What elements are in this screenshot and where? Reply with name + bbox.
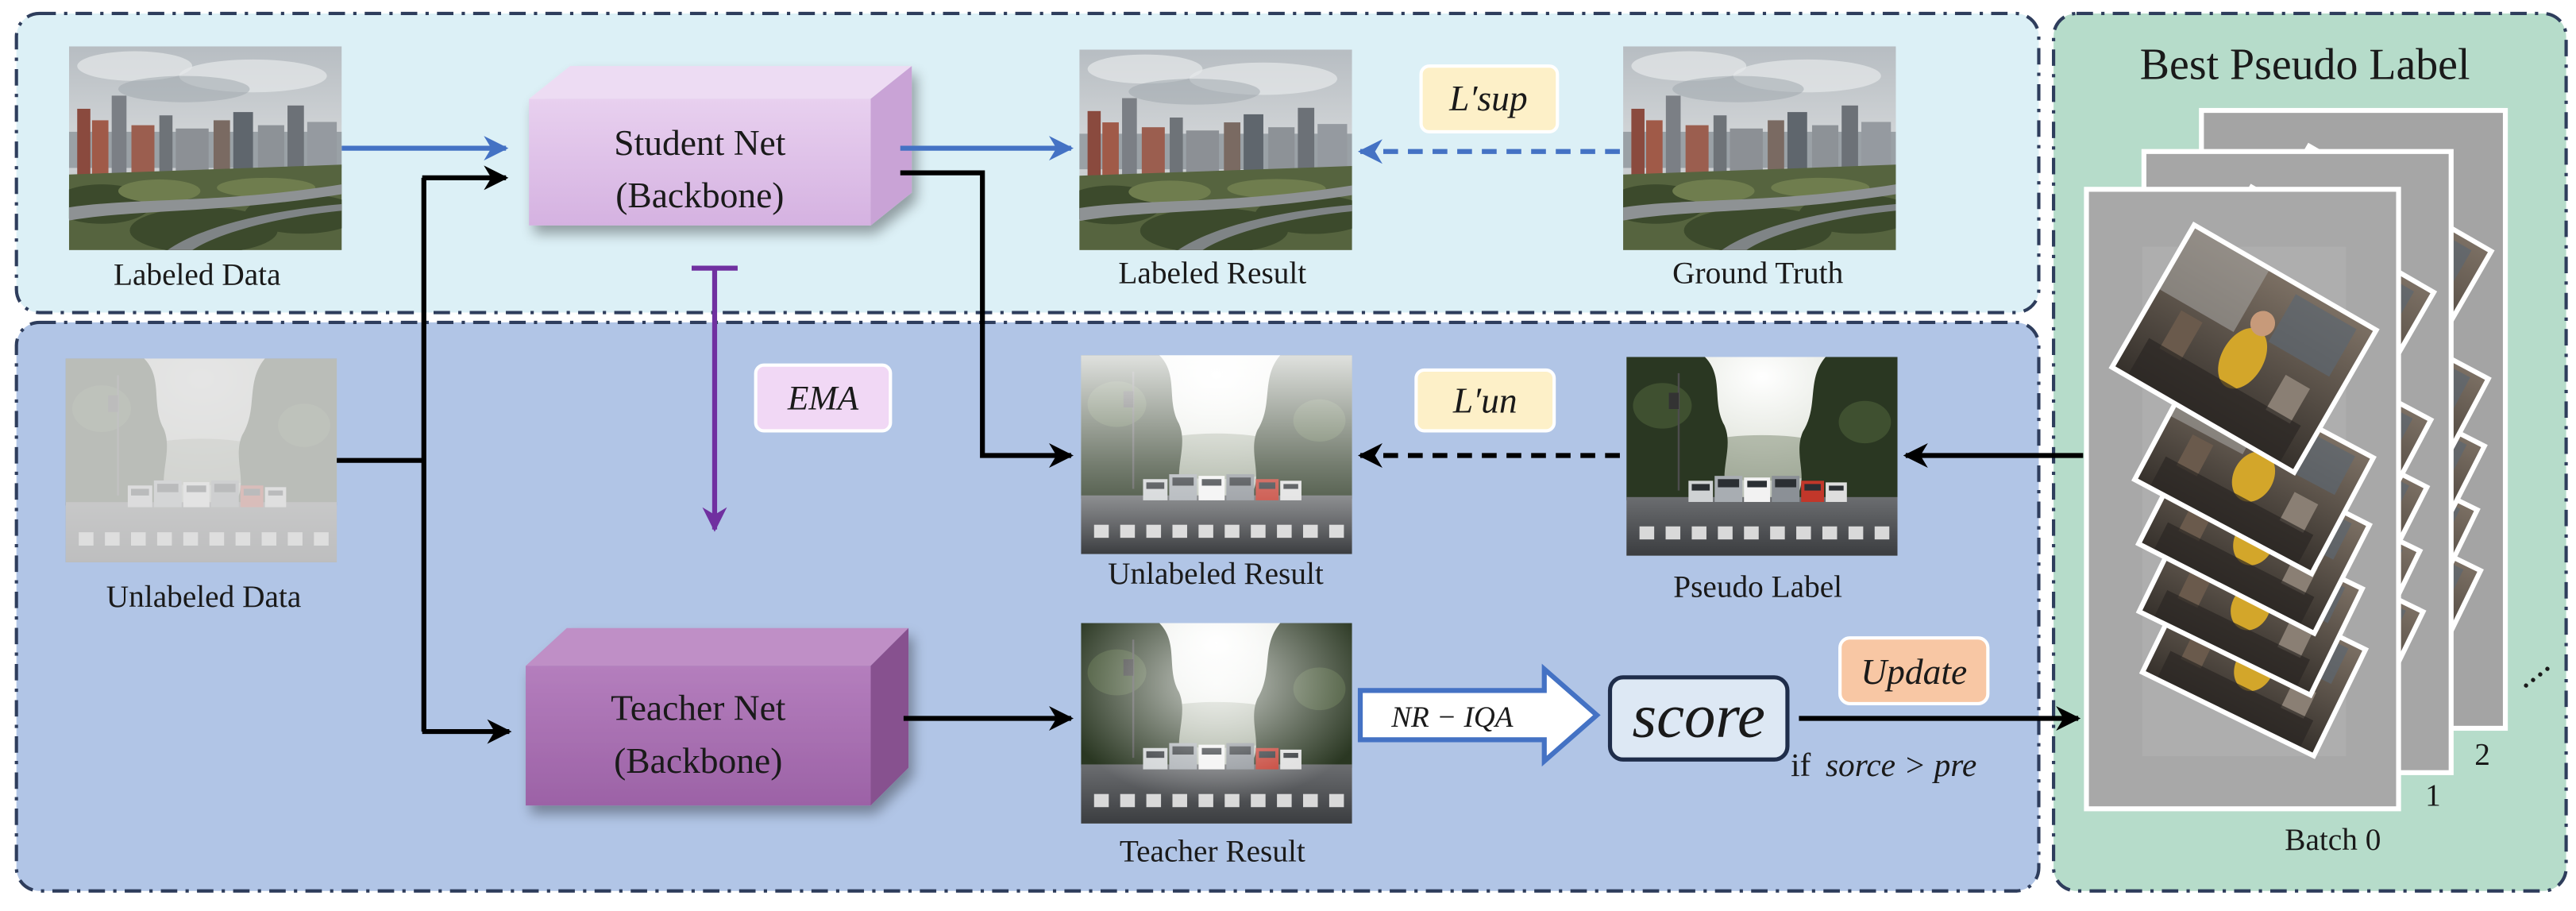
teacher-net-box	[526, 627, 909, 806]
student-net-box	[529, 66, 912, 226]
ema-badge	[754, 363, 893, 433]
nr-iqa-label: NR − IQA	[1390, 701, 1514, 734]
ground-truth-label: Ground Truth	[1672, 255, 1843, 290]
score-label: score	[1633, 681, 1765, 751]
loss-un-badge	[1414, 368, 1556, 433]
ground-truth-image	[1623, 46, 1896, 250]
teacher-result-image	[1081, 623, 1352, 824]
condition-if: if	[1791, 747, 1811, 783]
update-badge	[1838, 636, 1990, 705]
teacher-net-top-face	[526, 627, 909, 666]
pseudo-label-image	[1626, 357, 1898, 556]
batch-card-0	[2084, 187, 2401, 812]
batch-card-0-photos	[2112, 225, 2377, 755]
student-net-subtitle: (Backbone)	[615, 175, 784, 215]
labeled-result-label: Labeled Result	[1118, 255, 1306, 290]
bank-title: Best Pseudo Label	[2140, 41, 2470, 90]
haze-overlay	[1081, 623, 1352, 824]
labeled-data-image	[68, 46, 342, 250]
score-box	[1607, 675, 1790, 762]
loss-un-label: L′un	[1452, 380, 1517, 421]
teacher-net-title: Teacher Net	[611, 688, 786, 728]
student-net-side-face	[870, 66, 912, 226]
bottom-panel	[14, 320, 2041, 893]
labeled-result-image	[1079, 49, 1352, 250]
update-label: Update	[1861, 651, 1967, 692]
batch-label-2: 2	[2474, 736, 2490, 771]
unlabeled-result-label: Unlabeled Result	[1108, 556, 1324, 591]
unlabeled-result-image	[1081, 355, 1352, 554]
teacher-net-side-face	[870, 627, 909, 806]
update-condition: if sorce > pre	[1791, 747, 1976, 783]
loss-sup-label: L′sup	[1448, 78, 1527, 118]
student-net-title: Student Net	[614, 122, 785, 163]
unlabeled-data-image	[65, 358, 337, 562]
condition-expression: sorce > pre	[1826, 747, 1976, 783]
ema-label: EMA	[787, 380, 859, 418]
loss-sup-badge	[1419, 64, 1560, 133]
arrow-student-to-unlabeled-result	[900, 170, 1074, 469]
batch-label-0: Batch 0	[2285, 822, 2381, 857]
teacher-net-subtitle: (Backbone)	[614, 740, 782, 781]
unlabeled-data-label: Unlabeled Data	[106, 579, 302, 614]
teacher-net-front-face	[526, 666, 871, 806]
student-net-front-face	[529, 98, 871, 226]
nr-iqa-arrow	[1357, 663, 1601, 767]
labeled-data-label: Labeled Data	[114, 257, 281, 291]
student-net-top-face	[529, 66, 912, 99]
pseudo-label-label: Pseudo Label	[1673, 569, 1842, 604]
batch-label-1: 1	[2425, 778, 2441, 813]
fog-overlay	[65, 358, 337, 562]
haze-overlay	[1081, 355, 1352, 554]
teacher-result-label: Teacher Result	[1120, 834, 1305, 869]
